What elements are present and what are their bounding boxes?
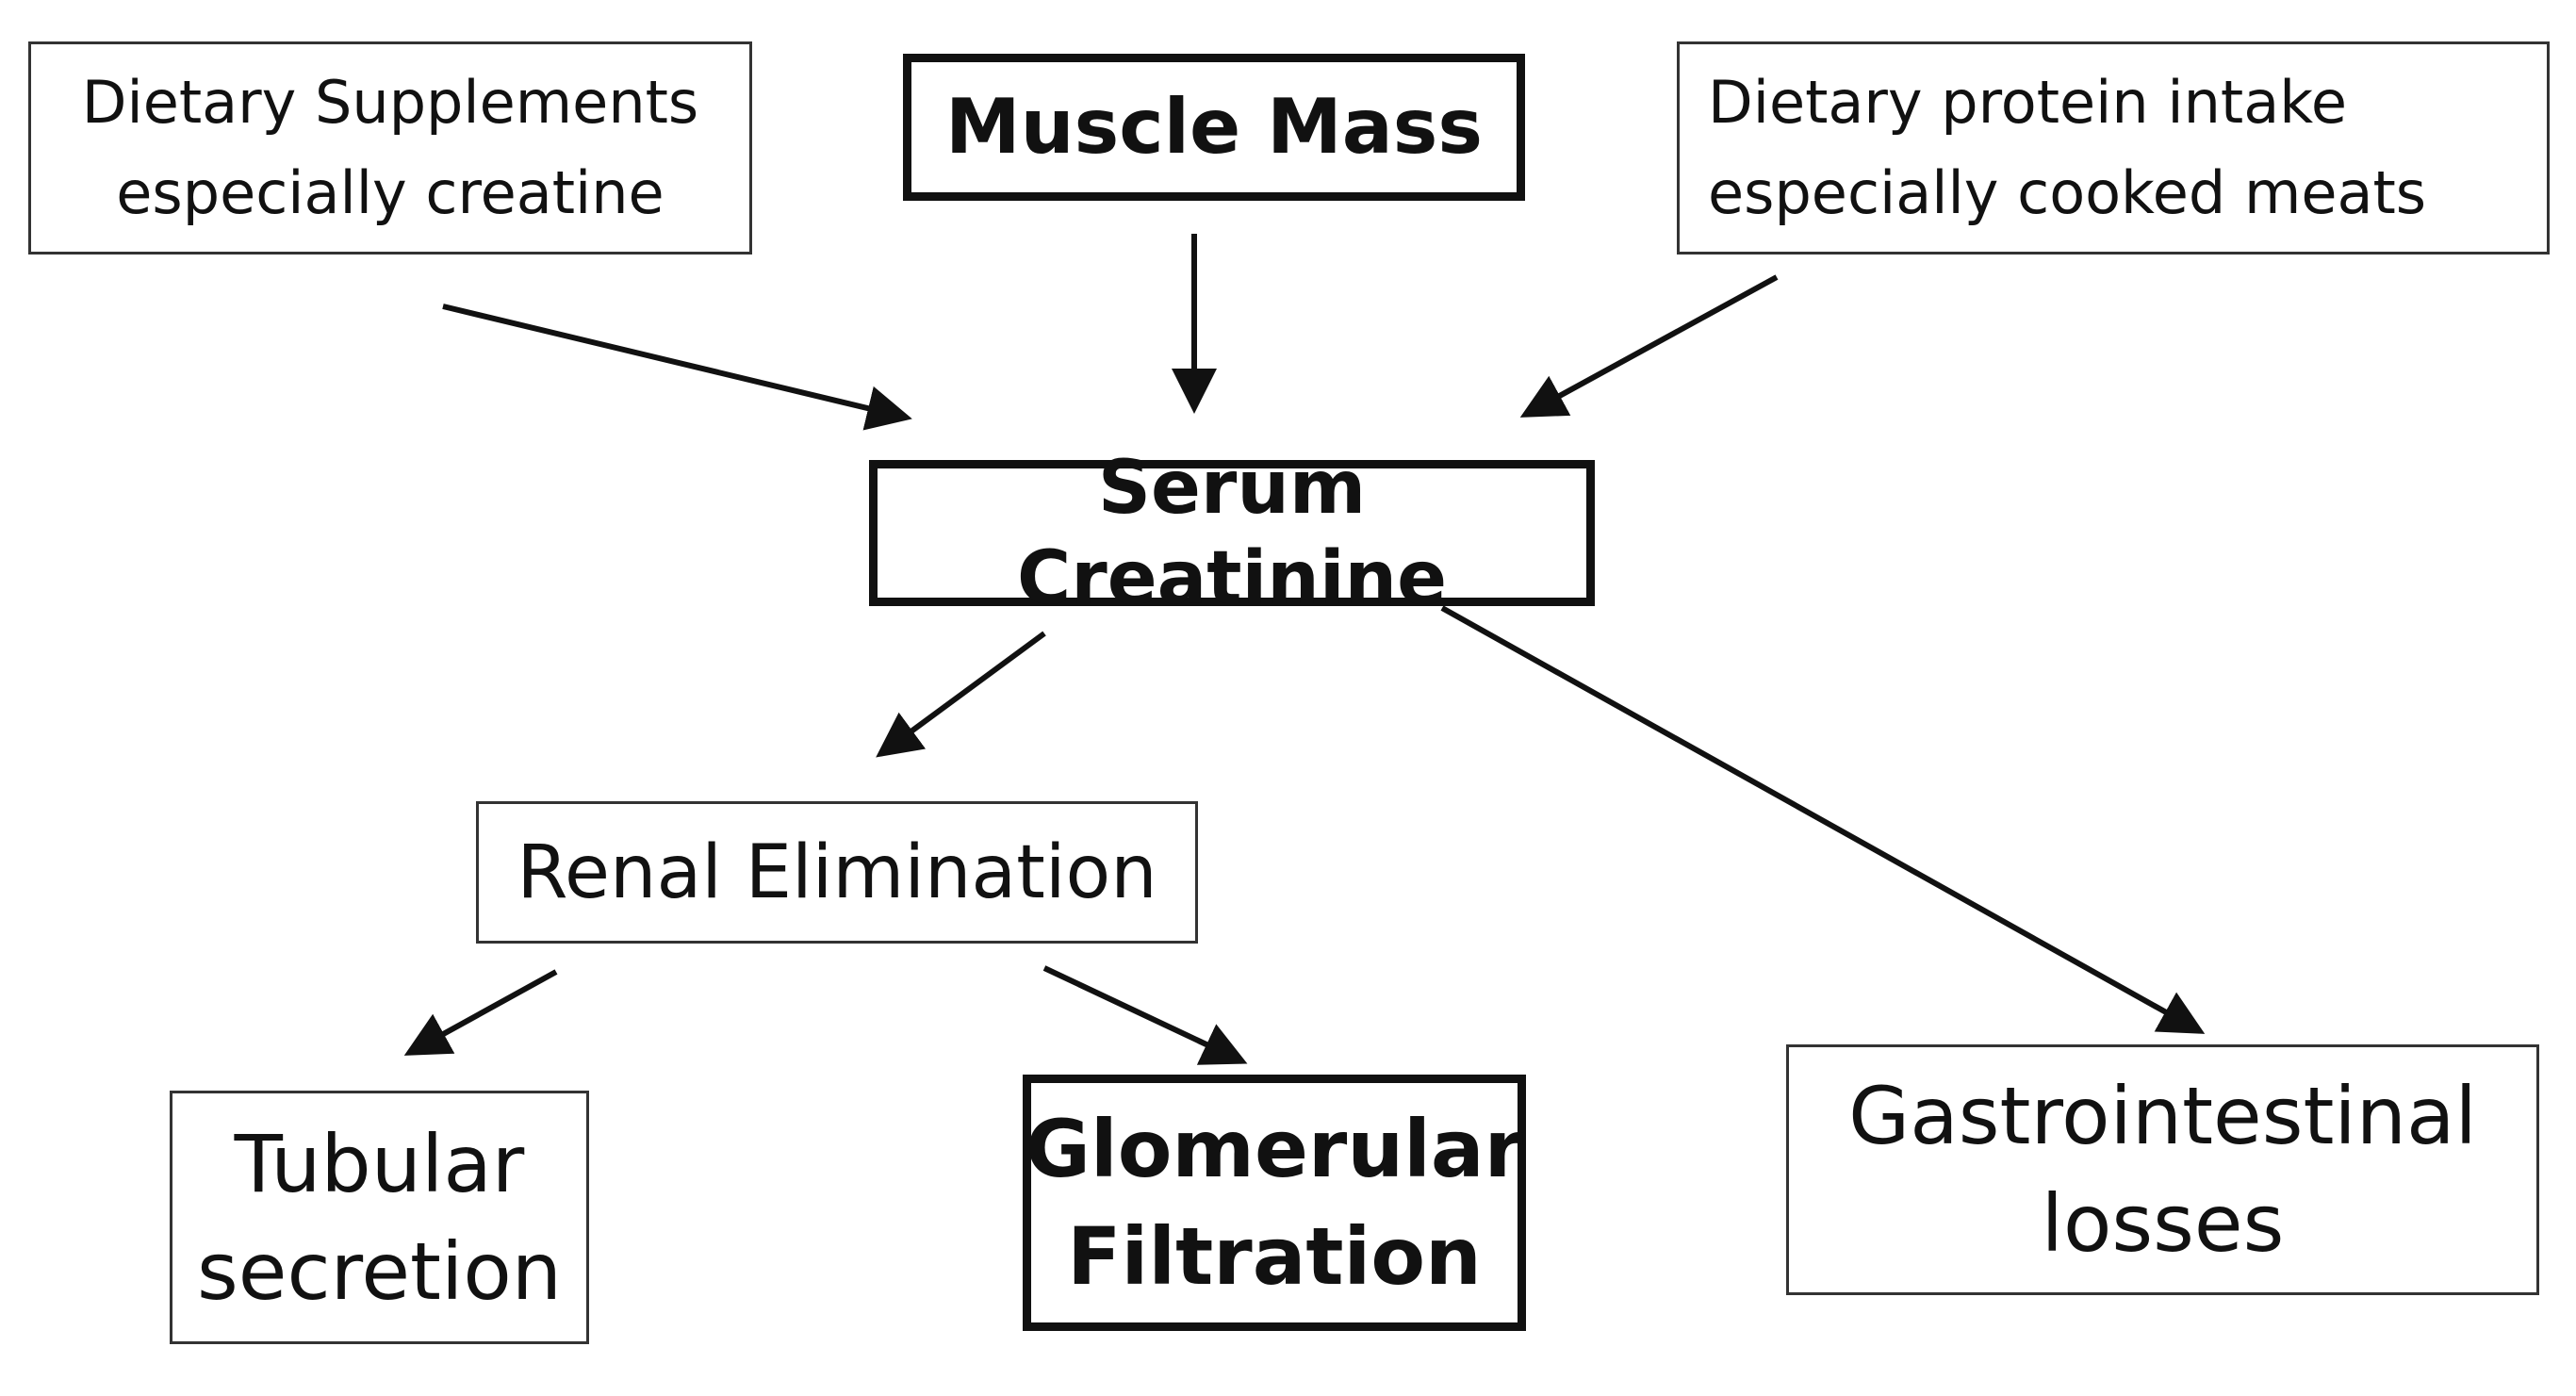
arrow-dietary-supplements-to-serum-creatinine: [442, 304, 912, 431]
dietary-supplements-box: Dietary Supplements especially creatine: [28, 41, 752, 255]
tubular-secretion-box: Tubular secretion: [170, 1091, 589, 1344]
glomerular-filtration-box: Glomerular Filtration: [1023, 1075, 1526, 1331]
renal-elimination-box: Renal Elimination: [476, 801, 1198, 944]
arrow-dietary-protein-to-serum-creatinine: [1519, 274, 1779, 418]
serum-creatinine-box: Serum Creatinine: [869, 446, 1595, 621]
arrow-serum-creatinine-to-renal-elimination: [876, 631, 1046, 758]
arrow-serum-creatinine-to-gastrointestinal-losses: [1440, 605, 2206, 1034]
arrow-renal-elimination-to-tubular-secretion: [403, 969, 558, 1056]
dietary-protein-box: Dietary protein intake especially cooked…: [1677, 41, 2550, 255]
arrow-renal-elimination-to-glomerular-filtration: [1042, 965, 1248, 1065]
muscle-mass-box: Muscle Mass: [903, 54, 1525, 201]
gastrointestinal-losses-box: Gastrointestinal losses: [1786, 1044, 2539, 1295]
